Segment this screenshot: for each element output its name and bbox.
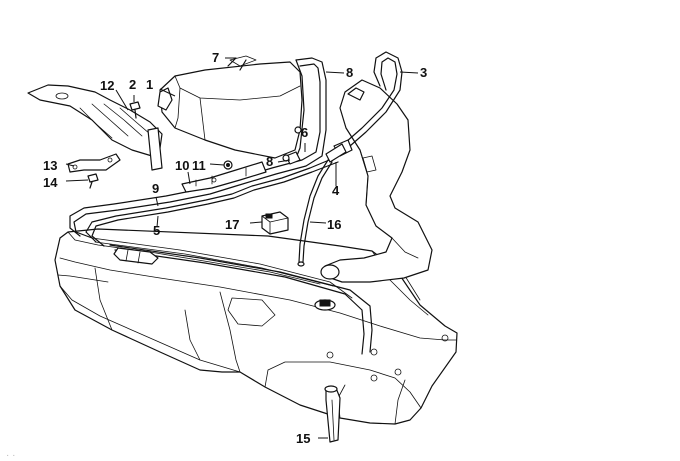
callout-12: 12 <box>100 78 114 93</box>
filler-neck <box>320 79 433 283</box>
leader-lines <box>65 57 419 439</box>
nut-11 <box>223 160 233 170</box>
callout-13: 13 <box>43 158 57 173</box>
callout-15: 15 <box>296 431 310 446</box>
callout-4: 4 <box>332 183 340 198</box>
callout-1: 1 <box>146 77 153 92</box>
vent-hose <box>345 51 403 147</box>
callout-9: 9 <box>152 181 159 196</box>
heat-shield <box>27 84 163 171</box>
callout-8: 8 <box>346 65 353 80</box>
callout-11: 11 <box>192 158 206 173</box>
callout-7: 7 <box>212 50 219 65</box>
bolt-2 <box>129 101 141 119</box>
bracket-10 <box>181 161 267 193</box>
carbon-canister <box>157 55 303 159</box>
callout-8: 8 <box>266 154 273 169</box>
hose-16 <box>297 159 333 267</box>
callout-6: 6 <box>301 125 308 140</box>
callout-16: 16 <box>327 217 341 232</box>
pipe-15 <box>324 385 341 443</box>
callout-2: 2 <box>129 77 136 92</box>
screw-14 <box>87 173 99 189</box>
callout-5: 5 <box>153 223 160 238</box>
connector-4 <box>325 143 347 163</box>
callout-3: 3 <box>420 65 427 80</box>
callout-10: 10 <box>175 158 189 173</box>
watermark-text: · · <box>6 450 15 461</box>
bracket-13 <box>67 153 121 173</box>
relay-17 <box>261 211 289 235</box>
callout-14: 14 <box>43 175 58 190</box>
callout-17: 17 <box>225 217 239 232</box>
